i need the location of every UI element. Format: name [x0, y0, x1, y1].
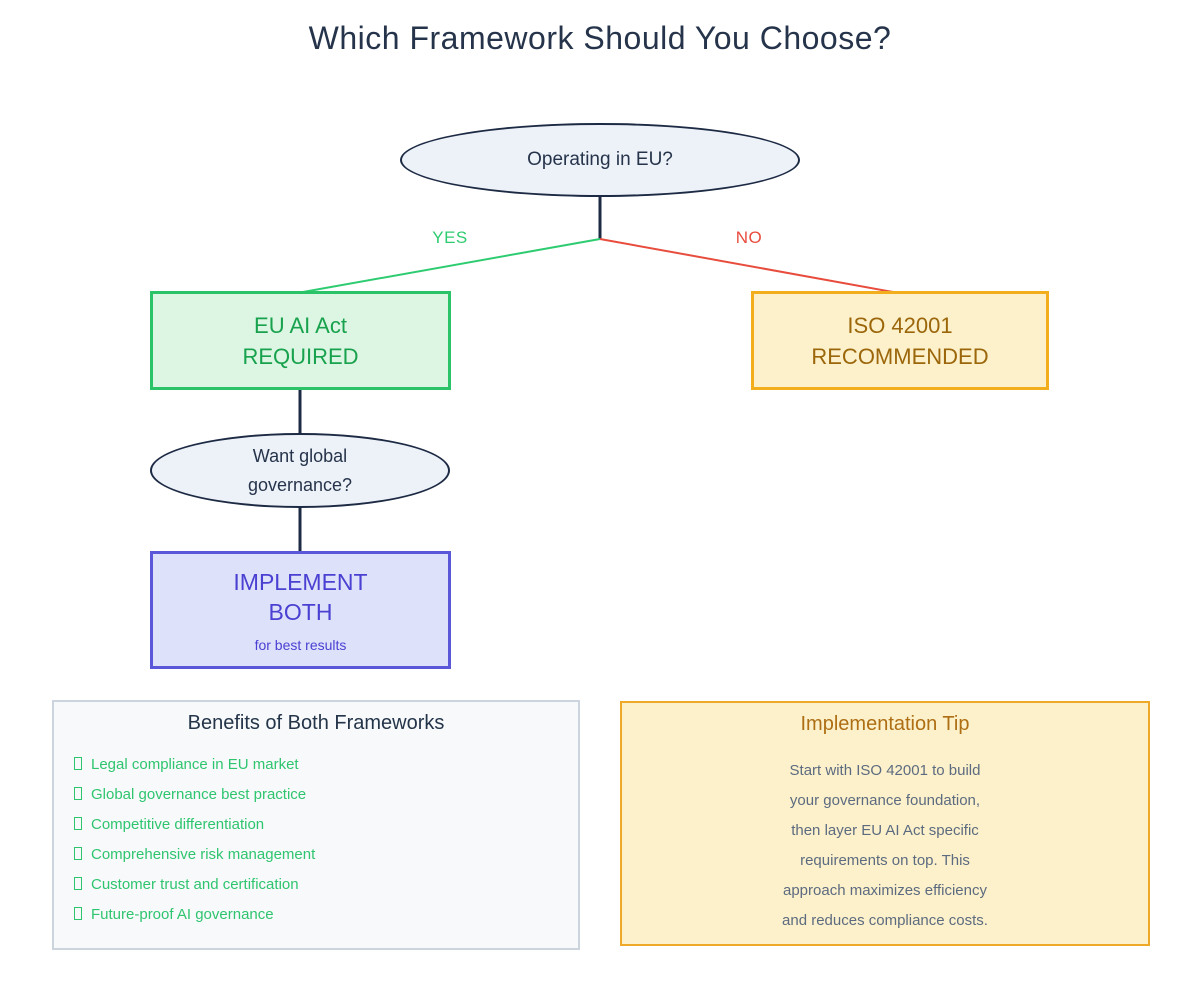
benefit-list-item: Customer trust and certification	[74, 870, 578, 900]
both-box-subtext: for best results	[254, 637, 347, 653]
missing-glyph-box-icon	[74, 877, 82, 890]
tip-line-text: then layer EU AI Act specific	[791, 822, 979, 839]
tip-panel-title: Implementation Tip	[800, 713, 970, 735]
missing-glyph-box-icon	[74, 817, 82, 830]
benefit-item-label: Competitive differentiation	[91, 816, 265, 833]
tip-line-text: Start with ISO 42001 to build	[789, 762, 981, 779]
missing-glyph-box-icon	[74, 787, 82, 800]
tip-body-line: then layer EU AI Act specific	[622, 816, 1148, 846]
iso-box-line1: ISO 42001	[847, 312, 953, 338]
edge-label-yes: YES	[432, 228, 468, 247]
page-title: Which Framework Should You Choose?	[308, 20, 892, 56]
benefits-panel: Benefits of Both Frameworks Legal compli…	[52, 700, 580, 950]
benefits-panel-title: Benefits of Both Frameworks	[187, 712, 445, 734]
node-eu-ai-act-required: EU AI Act REQUIRED	[150, 291, 451, 390]
edge-label-no: NO	[735, 228, 763, 247]
decision-node-want-global-governance: Want global governance?	[150, 433, 450, 508]
benefit-list-item: Comprehensive risk management	[74, 840, 578, 870]
decision-node-operating-in-eu: Operating in EU?	[400, 123, 800, 197]
tip-body-line: your governance foundation,	[622, 786, 1148, 816]
missing-glyph-box-icon	[74, 847, 82, 860]
benefit-list-item: Legal compliance in EU market	[74, 750, 578, 780]
tip-line-text: approach maximizes efficiency	[783, 882, 987, 899]
tip-body-line: and reduces compliance costs.	[622, 906, 1148, 936]
node-implement-both: IMPLEMENT BOTH for best results	[150, 551, 451, 669]
benefit-list-item: Future-proof AI governance	[74, 900, 578, 930]
tip-body: Start with ISO 42001 to build your gover…	[622, 756, 1148, 936]
implementation-tip-panel: Implementation Tip Start with ISO 42001 …	[620, 701, 1150, 946]
benefit-item-label: Comprehensive risk management	[91, 846, 316, 863]
tip-line-text: your governance foundation,	[789, 792, 981, 809]
both-box-line2: BOTH	[268, 599, 333, 625]
both-box-line1: IMPLEMENT	[233, 569, 368, 595]
iso-box-line2: RECOMMENDED	[811, 343, 989, 369]
benefits-list: Legal compliance in EU market Global gov…	[54, 750, 578, 930]
tip-line-text: requirements on top. This	[800, 852, 970, 869]
tip-body-line: requirements on top. This	[622, 846, 1148, 876]
benefit-list-item: Global governance best practice	[74, 780, 578, 810]
tip-line-text: and reduces compliance costs.	[782, 912, 988, 929]
tip-body-line: Start with ISO 42001 to build	[622, 756, 1148, 786]
eu-box-line2: REQUIRED	[242, 343, 359, 369]
benefit-item-label: Global governance best practice	[91, 786, 307, 803]
global-governance-line2: governance?	[247, 474, 353, 495]
benefit-item-label: Customer trust and certification	[91, 876, 299, 893]
global-governance-line1: Want global	[252, 445, 348, 466]
eu-box-line1: EU AI Act	[254, 312, 347, 338]
benefit-item-label: Future-proof AI governance	[91, 906, 274, 923]
tip-body-line: approach maximizes efficiency	[622, 876, 1148, 906]
decision-operating-in-eu-label: Operating in EU?	[527, 149, 673, 170]
benefit-item-label: Legal compliance in EU market	[91, 756, 299, 773]
node-iso-42001-recommended: ISO 42001 RECOMMENDED	[751, 291, 1049, 390]
missing-glyph-box-icon	[74, 907, 82, 920]
benefit-list-item: Competitive differentiation	[74, 810, 578, 840]
missing-glyph-box-icon	[74, 757, 82, 770]
